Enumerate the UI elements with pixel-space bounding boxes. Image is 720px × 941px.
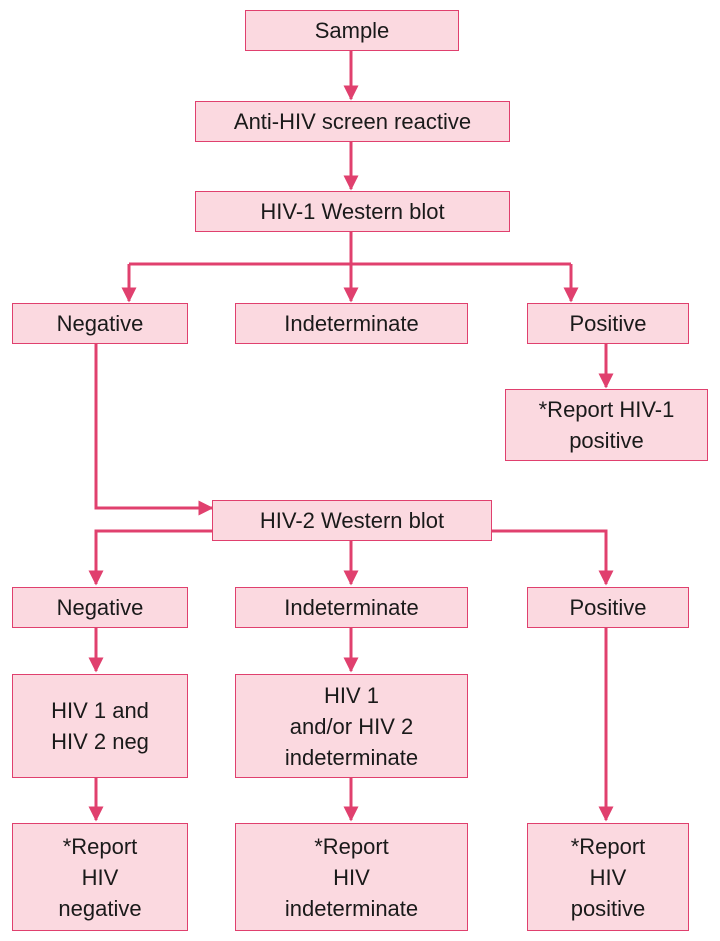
box-text-line: HIV 2 neg — [51, 729, 149, 754]
box-text-line: positive — [569, 428, 644, 453]
box-text-line: HIV 1 and — [51, 698, 149, 723]
box-text-line: Indeterminate — [284, 311, 419, 336]
box-text: HIV-1 Western blot — [260, 196, 444, 227]
branch-hiv2-wb-right — [492, 529, 614, 586]
anti-hiv-screen-box: Anti-HIV screen reactive — [195, 101, 510, 142]
hiv2-negative-box: Negative — [12, 587, 188, 628]
box-text-line: HIV-1 Western blot — [260, 199, 445, 224]
box-text: Positive — [569, 308, 646, 339]
box-text: Indeterminate — [284, 592, 419, 623]
report-hiv1-positive-box: *Report HIV-1 positive — [505, 389, 708, 461]
arrow-negative-to-hiv2-wb — [94, 344, 214, 516]
box-text: HIV-2 Western blot — [260, 505, 444, 536]
box-text-line: indeterminate — [284, 895, 419, 921]
box-text: HIV 1 and/or HIV 2 indeterminate — [285, 680, 418, 773]
sample-box: Sample — [245, 10, 459, 51]
hiv1-positive-box: Positive — [527, 303, 689, 344]
hiv1-western-blot-box: HIV-1 Western blot — [195, 191, 510, 232]
box-text: Negative — [57, 308, 144, 339]
hiv2-indeterminate-box: Indeterminate — [235, 587, 468, 628]
branch-hiv2-wb-left — [88, 529, 212, 586]
box-text-line: Negative — [56, 595, 144, 620]
box-text: Anti-HIV screen reactive — [234, 106, 471, 137]
box-text-line: *Report — [314, 833, 389, 859]
box-text: Sample — [315, 15, 390, 46]
box-text-line: Negative — [56, 311, 144, 336]
box-text-line: indeterminate — [284, 744, 419, 770]
box-text-line: Positive — [569, 595, 647, 620]
box-text-line: Sample — [314, 18, 390, 43]
box-text: Positive — [569, 592, 646, 623]
box-text-line: HIV — [333, 864, 370, 890]
box-text-line: Positive — [569, 311, 647, 336]
box-text: *Report HIV-1 positive — [539, 394, 675, 456]
box-text-line: positive — [570, 895, 646, 921]
box-text-line: negative — [58, 895, 142, 921]
box-text-line: HIV — [589, 864, 627, 890]
box-text-line: and/or HIV 2 — [289, 713, 414, 739]
box-text-line: Indeterminate — [284, 595, 419, 620]
box-text-line: HIV 1 — [323, 682, 380, 708]
box-text: Indeterminate — [284, 308, 419, 339]
box-text-line: *Report — [570, 833, 646, 859]
box-text-line: HIV-2 Western blot — [259, 508, 445, 533]
hiv2-western-blot-box: HIV-2 Western blot — [212, 500, 492, 541]
hiv2-positive-box: Positive — [527, 587, 689, 628]
box-text-line: HIV — [81, 864, 119, 890]
box-text: Negative — [57, 592, 144, 623]
box-text-line: *Report HIV-1 — [538, 397, 675, 422]
hiv-indeterminate-result-box: HIV 1 and/or HIV 2 indeterminate — [235, 674, 468, 778]
hiv1-indeterminate-box: Indeterminate — [235, 303, 468, 344]
box-text-line: *Report — [62, 833, 138, 859]
hiv1-negative-box: Negative — [12, 303, 188, 344]
box-text-line: Anti-HIV screen reactive — [233, 109, 472, 134]
